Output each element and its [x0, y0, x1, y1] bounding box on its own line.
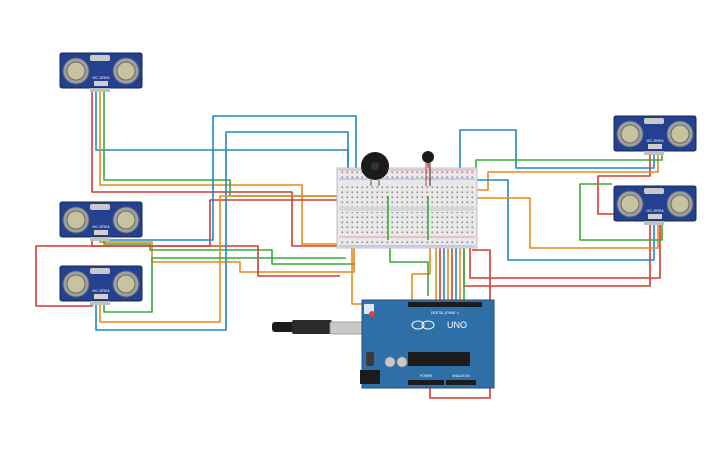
wire-tr-echo	[468, 150, 659, 191]
sensor-label: HC-SR04	[92, 288, 110, 293]
sensor-label: HC-SR04	[646, 208, 664, 213]
ultrasonic-sensor-middle-left: HC-SR04	[59, 201, 143, 241]
ultrasonic-sensor-bottom-left: HC-SR04	[59, 265, 143, 305]
wire-bl-vcc	[35, 245, 340, 307]
wire-tl-trig	[95, 87, 349, 168]
board-power-label: POWER	[420, 374, 433, 378]
wire-bl-echo	[99, 195, 340, 323]
ultrasonic-sensor-middle-right: HC-SR04	[613, 185, 697, 225]
wire-tl-vcc	[91, 87, 355, 247]
wire-tr-gnd	[475, 150, 663, 184]
breadboard	[336, 167, 478, 249]
wire-tl-echo	[99, 87, 345, 245]
wire-arduino-power	[429, 249, 491, 399]
board-digital-label: DIGITAL (PWM ~)	[431, 311, 459, 315]
wire-bl-trig	[95, 131, 349, 331]
board-analog-label: ANALOG IN	[452, 374, 470, 378]
sensor-label: HC-SR04	[646, 138, 664, 143]
electret-mic	[422, 151, 434, 186]
piezo-buzzer	[361, 152, 389, 186]
wire-ml-echo	[99, 236, 355, 273]
usb-cable	[272, 320, 365, 335]
wire-mr-gnd	[579, 183, 663, 241]
arduino-uno-board: DIGITAL (PWM ~) UNO POWER ANALOG IN	[360, 299, 495, 389]
wire-bl-gnd	[103, 257, 346, 313]
sensor-label: HC-SR04	[92, 224, 110, 229]
sensor-label: HC-SR04	[92, 75, 110, 80]
wire-tr-trig	[459, 129, 655, 170]
wire-orange-long	[351, 246, 405, 305]
ultrasonic-sensor-top-left: HC-SR04	[59, 52, 143, 92]
wire-ml-gnd	[103, 236, 355, 265]
ultrasonic-sensor-top-right: HC-SR04	[613, 115, 697, 155]
board-model-label: UNO	[447, 320, 467, 330]
wire-mr-vcc	[463, 224, 651, 287]
wire-bb-5v	[411, 248, 431, 300]
